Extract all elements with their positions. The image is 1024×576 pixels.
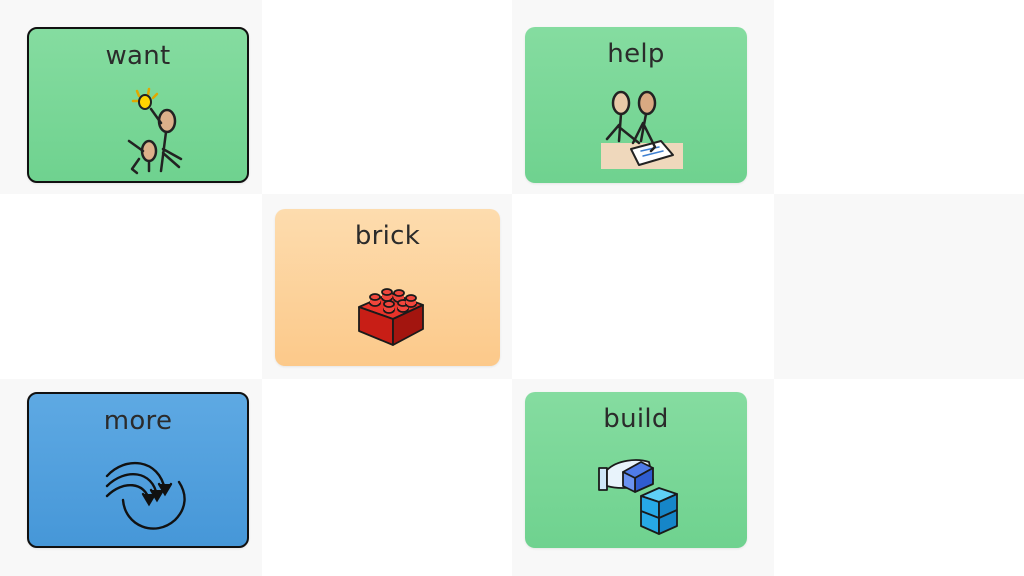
grid-cell-r1c4	[774, 0, 1024, 194]
grid-cell-r2c1	[0, 194, 262, 379]
grid-cell-r2c4	[774, 194, 1024, 379]
grid-cell-r3c4	[774, 379, 1024, 576]
card-label: help	[607, 39, 665, 69]
card-build[interactable]: build	[525, 392, 747, 548]
card-want[interactable]: want	[27, 27, 249, 183]
card-help[interactable]: help	[525, 27, 747, 183]
grid-cell-r1c2	[262, 0, 512, 194]
want-symbol-icon	[127, 87, 183, 175]
grid-cell-r2c3	[512, 194, 774, 379]
card-label: want	[105, 41, 171, 71]
build-symbol-icon	[598, 459, 678, 535]
grid-cell-r3c2	[262, 379, 512, 576]
card-brick[interactable]: brick	[275, 209, 500, 366]
card-label: build	[603, 404, 669, 434]
card-label: more	[103, 406, 173, 436]
brick-symbol-icon	[358, 288, 424, 346]
card-label: brick	[354, 221, 421, 251]
help-symbol-icon	[601, 90, 683, 169]
more-symbol-icon	[105, 461, 186, 530]
card-more[interactable]: more	[27, 392, 249, 548]
